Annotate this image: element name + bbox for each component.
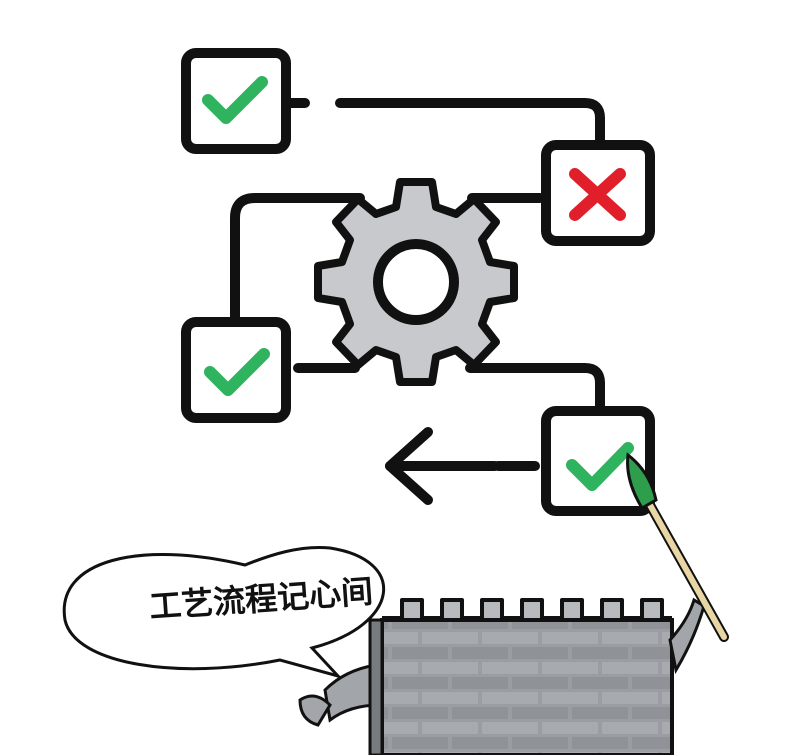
arrow-left-icon: [385, 427, 500, 505]
gear-icon: [314, 178, 518, 386]
cross-icon: [569, 168, 626, 221]
speech-bubble: 工艺流程记心间: [62, 545, 385, 679]
checkmark-icon: [202, 76, 268, 124]
checkmark-icon: [204, 348, 270, 396]
flow-connectors: [230, 98, 605, 471]
flow-node-2: [541, 140, 655, 246]
flow-node-1: [181, 48, 291, 154]
checkmark-icon: [566, 442, 634, 491]
flow-node-4: [541, 406, 655, 516]
castle-wall-character: [298, 597, 706, 755]
paintbrush-icon: [626, 452, 729, 642]
flow-node-3: [181, 317, 291, 423]
